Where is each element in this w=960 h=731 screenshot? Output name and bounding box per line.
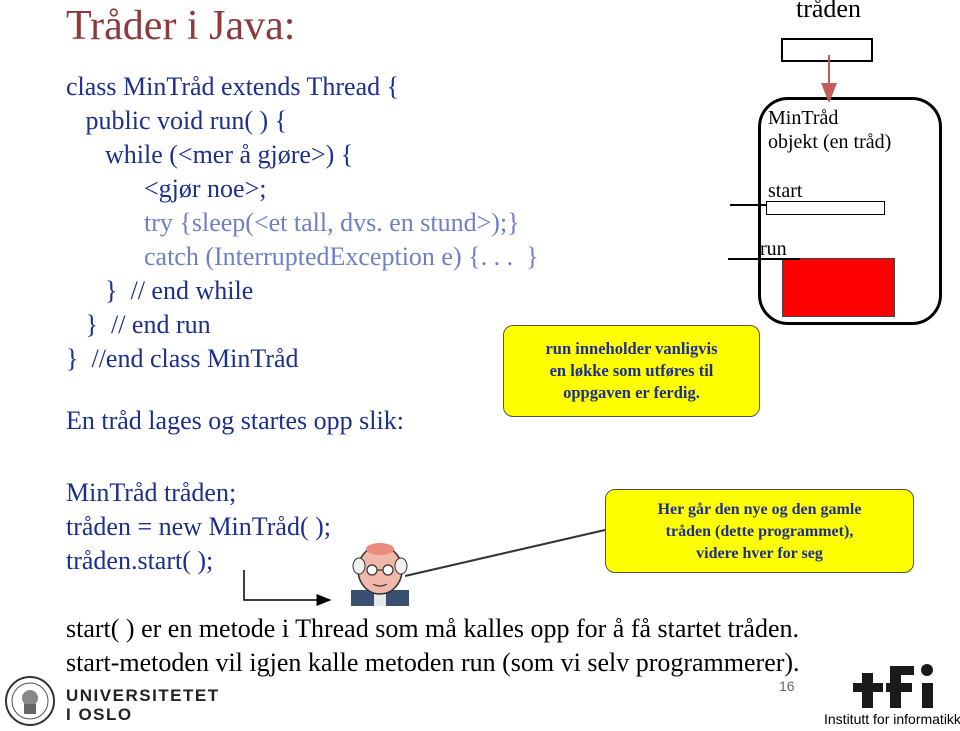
thread-variable-label: tråden xyxy=(796,0,861,23)
callout-pointer xyxy=(404,529,606,577)
callout-line: oppgaven er ferdig. xyxy=(563,383,700,402)
run-method-label: run xyxy=(760,238,787,260)
code-block: class MinTråd extends Thread { public vo… xyxy=(66,70,539,376)
university-name: UNIVERSITETET I OSLO xyxy=(66,686,220,724)
code-line: } //end class MinTråd xyxy=(66,344,299,373)
code-line: class MinTråd extends Thread { xyxy=(66,72,400,101)
callout-line: run inneholder vanligvis xyxy=(545,339,718,358)
institute-name: Institutt for informatikk xyxy=(824,711,960,727)
professor-figure xyxy=(351,543,409,606)
code-line: public void run( ) { xyxy=(66,106,288,135)
code-line: catch (InterruptedException e) {. . . } xyxy=(66,242,539,271)
create-line: tråden = new MinTråd( ); xyxy=(66,512,331,541)
intro-text: En tråd lages og startes opp slik: xyxy=(66,406,404,435)
bottom-line: start( ) er en metode i Thread som må ka… xyxy=(66,614,800,643)
start-call-arrow xyxy=(243,570,332,606)
bottom-text: start( ) er en metode i Thread som må ka… xyxy=(66,612,800,680)
uio-seal xyxy=(5,676,55,726)
start-method-label: start xyxy=(768,180,803,202)
code-line: try {sleep(<et tall, dvs. en stund>);} xyxy=(66,208,520,237)
run-method-box xyxy=(782,258,895,317)
ifi-logo xyxy=(853,664,933,708)
run-note-callout: run inneholder vanligvis en løkke som ut… xyxy=(503,325,760,417)
callout-line: Her går den nye og den gamle xyxy=(657,501,862,518)
page-number: 16 xyxy=(779,678,795,694)
callout-line: en løkke som utføres til xyxy=(549,361,714,380)
thread-note-callout: Her går den nye og den gamle tråden (det… xyxy=(605,489,914,573)
create-code-block: MinTråd tråden; tråden = new MinTråd( );… xyxy=(66,476,331,578)
bottom-line: start-metoden vil igjen kalle metoden ru… xyxy=(66,648,800,677)
create-line: MinTråd tråden; xyxy=(66,478,237,507)
start-method-box xyxy=(766,201,885,215)
code-line: <gjør noe>; xyxy=(66,174,267,203)
thread-object-box xyxy=(758,97,942,325)
code-line: } // end while xyxy=(66,276,254,305)
slide-title: Tråder i Java: xyxy=(66,3,296,49)
callout-line: videre hver for seg xyxy=(696,545,823,562)
callout-line: tråden (dette programmet), xyxy=(665,523,854,540)
thread-variable-box xyxy=(781,38,873,62)
create-line: tråden.start( ); xyxy=(66,546,214,575)
code-line: while (<mer å gjøre>) { xyxy=(66,140,354,169)
code-line: } // end run xyxy=(66,310,211,339)
thread-object-label: MinTråd objekt (en tråd) xyxy=(768,107,892,153)
